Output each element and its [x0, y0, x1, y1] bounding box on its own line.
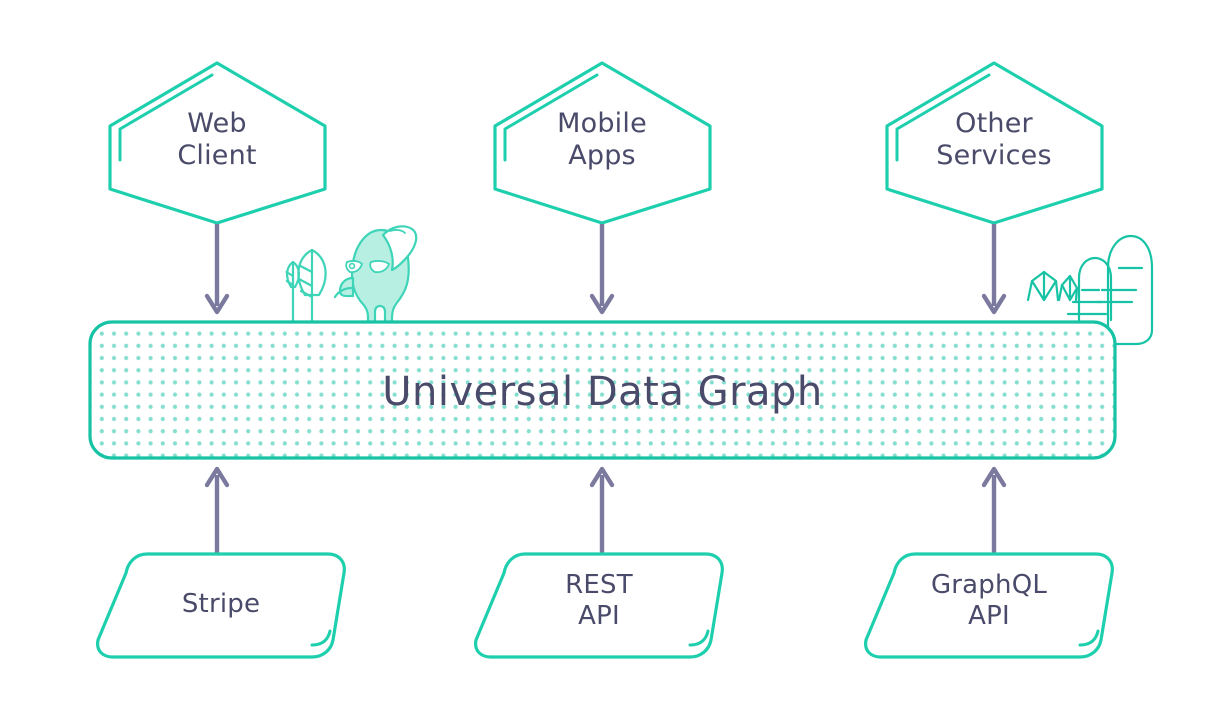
rock-large-icon	[1095, 234, 1154, 346]
connector-other-services-to-graph	[981, 224, 1007, 315]
connector-web-client-to-graph	[204, 224, 230, 315]
node-rest-api[interactable]	[474, 552, 724, 659]
other-services-hit-area[interactable]	[887, 63, 1102, 223]
ghost-creature-icon	[333, 225, 418, 324]
connector-stripe-to-graph	[204, 466, 230, 558]
universal-data-graph-hit-area[interactable]	[90, 322, 1115, 458]
node-mobile-apps[interactable]	[493, 61, 712, 225]
node-other-services[interactable]	[885, 61, 1104, 225]
node-web-client[interactable]	[108, 61, 327, 225]
connector-rest-api-to-graph	[589, 466, 615, 558]
universal-data-graph-bar[interactable]	[88, 320, 1117, 460]
stripe-hit-area[interactable]	[98, 554, 346, 657]
mobile-apps-hit-area[interactable]	[495, 63, 710, 223]
tree-small-icon	[285, 260, 300, 324]
graphql-api-hit-area[interactable]	[864, 554, 1114, 657]
node-graphql-api[interactable]	[864, 552, 1114, 659]
connector-graphql-api-to-graph	[981, 466, 1007, 558]
tree-large-icon	[297, 248, 327, 324]
page-title: Universal Data Graph	[382, 369, 823, 415]
node-stripe[interactable]	[96, 552, 346, 659]
rest-api-hit-area[interactable]	[476, 554, 724, 657]
connector-mobile-apps-to-graph	[589, 224, 615, 315]
crystal-cluster-icon	[1026, 270, 1079, 302]
web-client-hit-area[interactable]	[110, 63, 325, 223]
